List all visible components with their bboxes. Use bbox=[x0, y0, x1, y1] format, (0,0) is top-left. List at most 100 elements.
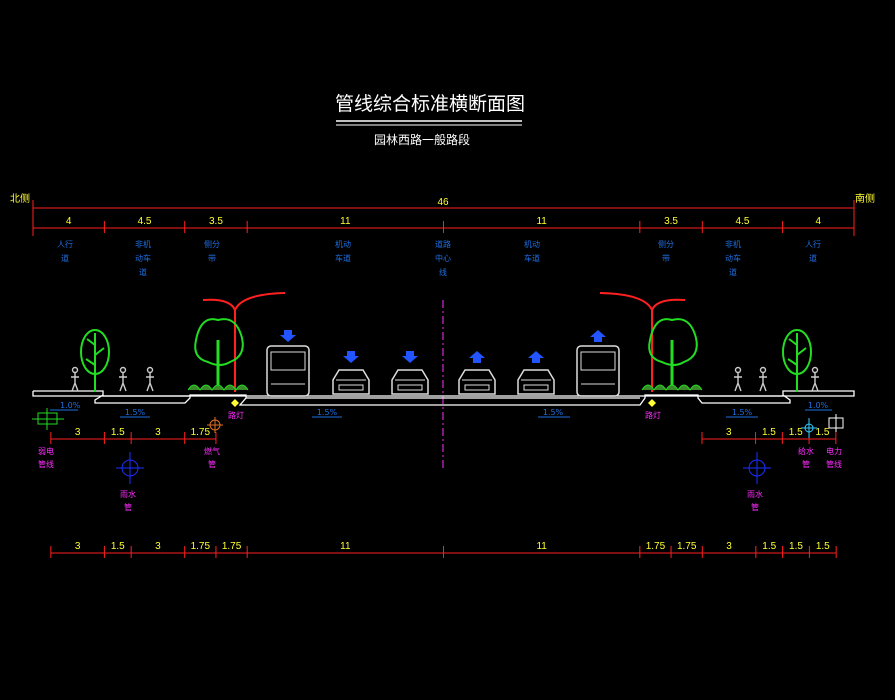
pedestrian-head bbox=[71, 366, 79, 374]
pedestrian-icon bbox=[119, 366, 127, 392]
car-body bbox=[332, 369, 370, 395]
arrow-down-icon bbox=[343, 351, 359, 363]
car-body bbox=[458, 369, 496, 395]
pipe-dim-right-value: 1.5 bbox=[789, 427, 803, 438]
arrow-down-icon bbox=[402, 351, 418, 363]
zone-label: 侧分 bbox=[204, 239, 220, 249]
north-side-label: 北侧 bbox=[10, 192, 30, 205]
pipe-label-gas: 燃气 bbox=[204, 446, 220, 456]
zone-label: 人行 bbox=[57, 239, 73, 249]
zone-label: 道 bbox=[139, 267, 147, 277]
slope-label: 1.5% bbox=[317, 408, 338, 417]
pedestrian-icon bbox=[71, 366, 79, 392]
car-icon bbox=[391, 351, 429, 395]
pipe-dim-left-value: 3 bbox=[155, 427, 161, 438]
car-icon bbox=[332, 351, 370, 395]
bottom-dim-value: 11 bbox=[536, 541, 547, 552]
lamp-base-marker bbox=[231, 399, 239, 407]
tree-trunk bbox=[787, 333, 807, 392]
trees bbox=[80, 318, 812, 392]
zone-label: 动车 bbox=[135, 253, 151, 263]
bus-icon bbox=[266, 330, 310, 397]
slope-label: 1.5% bbox=[125, 408, 146, 417]
zone-label: 机动 bbox=[524, 239, 540, 249]
pedestrian-icon bbox=[146, 366, 154, 392]
pipe-label-rain-right: 雨水 bbox=[747, 489, 763, 499]
pedestrian-body bbox=[759, 373, 767, 392]
pedestrian-body bbox=[146, 373, 154, 392]
tree-icon bbox=[641, 318, 703, 391]
pipe-label-rain-left: 管 bbox=[124, 502, 132, 512]
bottom-dim-value: 1.75 bbox=[646, 541, 666, 552]
pedestrian-body bbox=[119, 373, 127, 392]
gas-pipe-icon bbox=[207, 417, 223, 433]
slope-label: 1.0% bbox=[808, 401, 829, 410]
arrow-down-icon bbox=[280, 330, 296, 342]
tree-icon bbox=[80, 329, 110, 392]
pipe-label-gas: 管 bbox=[208, 459, 216, 469]
arrow-up-icon bbox=[469, 351, 485, 363]
bottom-dim-value: 1.5 bbox=[789, 541, 803, 552]
pedestrian-body bbox=[811, 373, 819, 392]
pipe-label-rain-right: 管 bbox=[751, 502, 759, 512]
weak-current-pipe-icon bbox=[32, 408, 64, 430]
car-icon bbox=[517, 351, 555, 395]
car-body bbox=[391, 369, 429, 395]
drawing-title: 管线综合标准横断面图 bbox=[335, 93, 525, 115]
tree-crown bbox=[648, 318, 698, 366]
pipe-label-rain-left: 雨水 bbox=[120, 489, 136, 499]
tree-trunk bbox=[85, 333, 105, 392]
zone-label: 动车 bbox=[725, 253, 741, 263]
bottom-dim-value: 3 bbox=[726, 541, 732, 552]
rain-pipe-icon bbox=[743, 452, 771, 484]
bus-icon bbox=[576, 330, 620, 397]
lamp-label: 路灯 bbox=[645, 410, 661, 420]
road-profile bbox=[32, 390, 855, 406]
total-width-label: 46 bbox=[437, 197, 449, 208]
drawing-subtitle: 园林西路一般路段 bbox=[374, 132, 470, 147]
pipe-dim-left-value: 1.5 bbox=[111, 427, 125, 438]
zone-label: 车道 bbox=[335, 253, 351, 263]
pipe-dim-right-value: 1.5 bbox=[762, 427, 776, 438]
bus-windshield bbox=[270, 351, 306, 371]
pipes bbox=[32, 408, 844, 484]
zone-label: 非机 bbox=[725, 239, 741, 249]
pipe-dim-left-value: 1.75 bbox=[191, 427, 211, 438]
zone-label: 中心 bbox=[435, 253, 451, 263]
bus-body bbox=[576, 345, 620, 397]
zone-label: 道 bbox=[729, 267, 737, 277]
pipe-label-power: 管线 bbox=[826, 459, 842, 469]
zone-label: 车道 bbox=[524, 253, 540, 263]
top-dim-value: 11 bbox=[340, 216, 351, 227]
pipe-label-water: 管 bbox=[802, 459, 810, 469]
car-grille bbox=[338, 384, 364, 391]
pedestrian-head bbox=[759, 366, 767, 374]
top-dim-value: 11 bbox=[536, 216, 547, 227]
pedestrian-body bbox=[734, 373, 742, 392]
car-grille bbox=[523, 384, 549, 391]
bottom-dim-value: 1.5 bbox=[816, 541, 830, 552]
slope-label: 1.0% bbox=[60, 401, 81, 410]
top-dim-value: 3.5 bbox=[664, 216, 678, 227]
pedestrian-body bbox=[71, 373, 79, 392]
pipe-label-weak-current: 管线 bbox=[38, 459, 54, 469]
rain-pipe-icon bbox=[116, 452, 144, 484]
slope-label: 1.5% bbox=[543, 408, 564, 417]
pipe-dim-right-value: 1.5 bbox=[816, 427, 830, 438]
water-pipe-icon bbox=[801, 418, 817, 438]
south-side-label: 南侧 bbox=[855, 192, 875, 205]
slope-labels: 1.0% 1.5% 1.5% 1.5% 1.5% 1.0% bbox=[50, 401, 832, 418]
car-body bbox=[517, 369, 555, 395]
pedestrian-icon bbox=[811, 366, 819, 392]
bus-windshield bbox=[580, 351, 616, 371]
bottom-dim-value: 11 bbox=[340, 541, 351, 552]
traffic-vehicles bbox=[266, 330, 620, 397]
zone-label: 线 bbox=[439, 267, 447, 277]
zone-label: 道 bbox=[809, 253, 817, 263]
slope-label: 1.5% bbox=[732, 408, 753, 417]
zone-label: 带 bbox=[208, 254, 216, 263]
pedestrian-icon bbox=[734, 366, 742, 392]
